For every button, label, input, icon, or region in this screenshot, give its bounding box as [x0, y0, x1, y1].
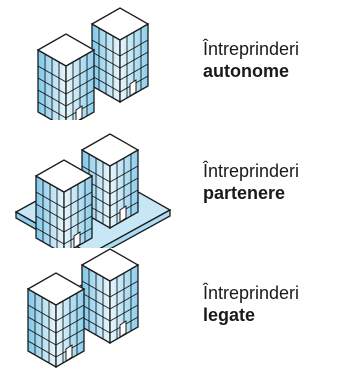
label-line2: legate — [203, 305, 256, 325]
label-line2: partenere — [203, 183, 286, 203]
linked-buildings-icon — [27, 248, 139, 368]
label-partenere: Întreprinderi partenere — [203, 160, 299, 204]
item-partenere: Întreprinderi partenere — [0, 118, 357, 248]
label-autonome: Întreprinderi autonome — [203, 38, 299, 82]
item-autonome: Întreprinderi autonome — [0, 0, 357, 120]
label-line1: Întreprinderi — [203, 39, 300, 59]
partner-buildings-icon — [14, 133, 172, 248]
item-legate: Întreprinderi legate — [0, 245, 357, 370]
label-line2: autonome — [203, 61, 290, 81]
autonomous-buildings-icon — [37, 7, 149, 120]
label-line1: Întreprinderi — [203, 161, 300, 181]
label-line1: Întreprinderi — [203, 283, 300, 303]
label-legate: Întreprinderi legate — [203, 282, 299, 326]
